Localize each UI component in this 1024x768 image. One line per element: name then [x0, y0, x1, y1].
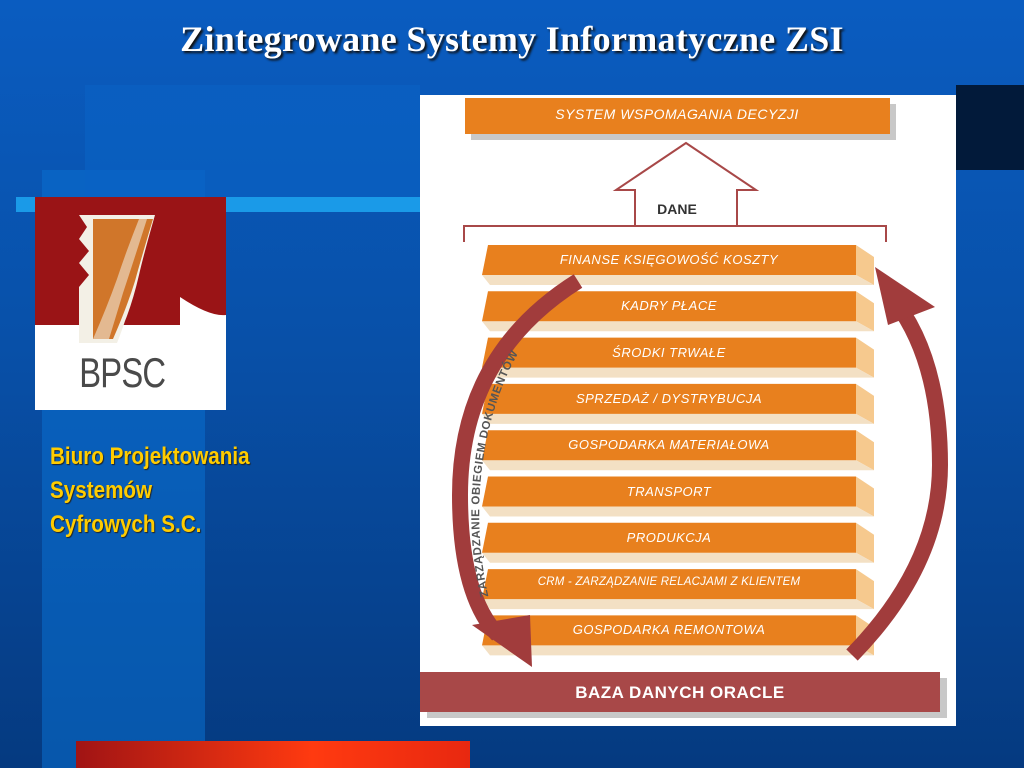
- module-row-label: CRM - ZARZĄDZANIE RELACJAMI Z KLIENTEM: [537, 576, 801, 589]
- module-row-label: PRODUKCJA: [626, 529, 712, 545]
- module-row-1: [482, 245, 856, 275]
- module-row-bottom: [482, 413, 874, 424]
- module-row-side: [856, 569, 874, 610]
- company-name-line-2: Systemów: [50, 477, 153, 504]
- module-row-9: [482, 615, 856, 646]
- right-flow-arc: [846, 289, 949, 661]
- module-row-bottom: [482, 367, 874, 378]
- document-flow-arc: [451, 274, 583, 641]
- top-box-label: SYSTEM WSPOMAGANIA DECYZJI: [555, 106, 799, 122]
- module-row-label: ŚRODKI TRWAŁE: [612, 344, 726, 360]
- module-row-8: [482, 569, 856, 600]
- background-bar-red: [76, 741, 470, 768]
- module-row-side: [856, 383, 874, 424]
- dane-label: DANE: [657, 201, 697, 217]
- module-row-bottom: [482, 460, 874, 471]
- company-name: Biuro Projektowania Systemów Cyfrowych S…: [50, 440, 342, 542]
- module-row-side: [856, 430, 874, 471]
- bottom-box-label: BAZA DANYCH ORACLE: [575, 683, 785, 702]
- module-row-bottom: [482, 645, 874, 656]
- background-block-dark: [956, 85, 1024, 170]
- zsi-diagram: ZARZĄDZANIE OBIEGIEM DOKUMENTÓW SYSTEM W…: [420, 95, 956, 726]
- bottom-box-oracle: [420, 672, 940, 712]
- module-row-side: [856, 291, 874, 332]
- diagram-graphics: ZARZĄDZANIE OBIEGIEM DOKUMENTÓW: [420, 98, 949, 718]
- module-row-4: [482, 383, 856, 414]
- module-row-2: [482, 291, 856, 322]
- module-row-6: [482, 476, 856, 507]
- module-row-bottom: [482, 275, 874, 285]
- module-row-label: FINANSE KSIĘGOWOŚĆ KOSZTY: [559, 252, 779, 267]
- module-row-side: [856, 522, 874, 563]
- up-arrow-dane: [612, 141, 760, 227]
- page-title: Zintegrowane Systemy Informatyczne ZSI: [180, 19, 844, 59]
- company-name-line-3: Cyfrowych S.C.: [50, 511, 202, 538]
- company-logo: BPSC: [35, 197, 226, 410]
- module-row-side: [856, 245, 874, 285]
- top-box-decision-support: [465, 98, 890, 134]
- module-row-label: GOSPODARKA MATERIAŁOWA: [568, 437, 770, 453]
- module-row-label: GOSPODARKA REMONTOWA: [572, 622, 766, 638]
- module-row-side: [856, 476, 874, 517]
- module-row-7: [482, 522, 856, 553]
- module-row-5: [482, 430, 856, 461]
- background-panel-top: [85, 85, 420, 197]
- module-row-label: SPRZEDAŻ / DYSTRYBUCJA: [575, 390, 763, 406]
- logo-mark: [35, 197, 226, 410]
- module-row-bottom: [482, 599, 874, 610]
- module-row-label: TRANSPORT: [626, 483, 712, 499]
- company-name-line-1: Biuro Projektowania: [50, 443, 250, 470]
- module-row-label: KADRY PŁACE: [621, 298, 717, 314]
- module-row-bottom: [482, 321, 874, 332]
- module-row-side: [856, 337, 874, 378]
- right-flow-arrowhead: [875, 267, 935, 325]
- module-rows: [482, 245, 874, 656]
- module-row-3: [482, 337, 856, 368]
- document-flow-arrowhead: [472, 615, 532, 667]
- logo-text: BPSC: [79, 349, 166, 396]
- module-row-bottom: [482, 506, 874, 517]
- module-row-bottom: [482, 552, 874, 563]
